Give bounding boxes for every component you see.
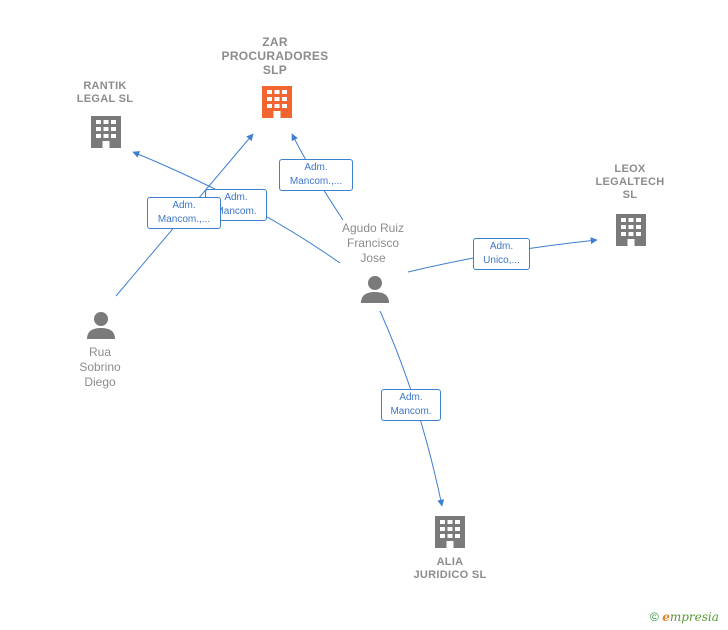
empresia-logo[interactable]: empresia (662, 610, 719, 624)
footer-brand: © empresia (650, 610, 719, 624)
rantik-building-icon[interactable] (91, 116, 121, 148)
rua-person-icon[interactable] (87, 312, 115, 339)
agudo-person-icon[interactable] (361, 276, 389, 303)
alia-label[interactable]: ALIA JURIDICO SL (413, 556, 487, 581)
zar-label[interactable]: ZAR PROCURADORES SLP (221, 35, 329, 77)
agudo-label[interactable]: Agudo Ruiz Francisco Jose (341, 221, 405, 265)
leox-building-icon[interactable] (616, 214, 646, 246)
edge-label-agudo-zar: Adm. Mancom.,... (279, 159, 353, 191)
edge-label-agudo-alia: Adm. Mancom. (381, 389, 441, 421)
edge-label-agudo-leox: Adm. Unico,... (473, 238, 530, 270)
leox-label[interactable]: LEOX LEGALTECH SL (595, 163, 665, 201)
rantik-label[interactable]: RANTIK LEGAL SL (76, 80, 134, 105)
alia-building-icon[interactable] (435, 516, 465, 548)
rua-label[interactable]: Rua Sobrino Diego (79, 345, 121, 389)
edge-label-rua-zar: Adm. Mancom.,... (147, 197, 221, 229)
copyright-symbol: © (650, 610, 659, 624)
zar-building-icon[interactable] (262, 86, 292, 118)
